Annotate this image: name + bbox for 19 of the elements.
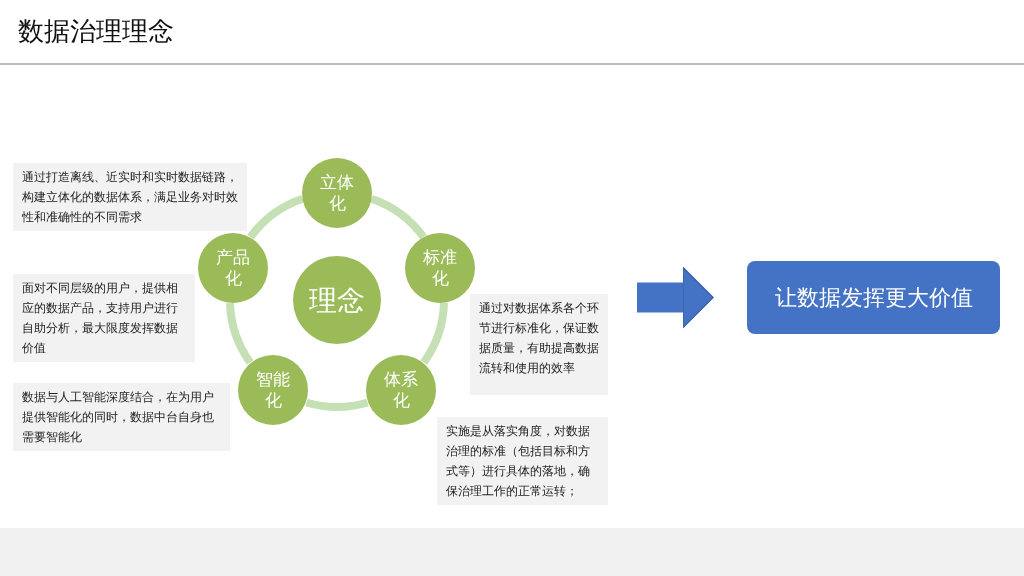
- ring-arc: [370, 195, 427, 240]
- concept-circle: 智能化: [238, 355, 308, 425]
- concept-circle: 体系化: [366, 355, 436, 425]
- note-box: 面对不同层级的用户，提供相应的数据产品，支持用户进行自助分析，最大限度发挥数据价值: [13, 274, 195, 362]
- center-circle: 理念: [293, 256, 381, 344]
- concept-circle: 标准化: [405, 233, 475, 303]
- result-box: 让数据发挥更大价值: [747, 261, 1000, 334]
- slide-title: 数据治理理念: [18, 15, 174, 48]
- ring-arc: [420, 302, 448, 365]
- note-box: 通过对数据体系各个环节进行标准化，保证数据质量，有助提高数据流转和使用的效率: [470, 294, 608, 395]
- concept-circle: 产品化: [198, 233, 268, 303]
- note-box: 数据与人工智能深度结合，在为用户提供智能化的同时，数据中台自身也需要智能化: [13, 383, 230, 451]
- concept-circle: 立体化: [302, 158, 372, 228]
- ring-arc: [226, 302, 254, 365]
- ring-arc: [247, 195, 305, 240]
- ring-arc: [305, 398, 369, 411]
- note-box: 实施是从落实角度，对数据治理的标准（包括目标和方式等）进行具体的落地，确保治理工作的正常运转；: [437, 417, 608, 505]
- note-box: 通过打造离线、近实时和实时数据链路，构建立体化的数据体系，满足业务对时效性和准确性的不同需求: [13, 163, 247, 231]
- block-arrow: [637, 266, 714, 329]
